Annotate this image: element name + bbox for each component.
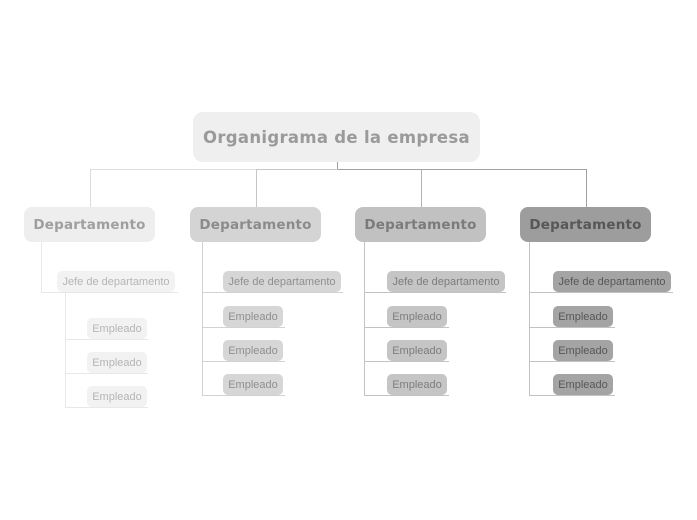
connector-line-drop-dept4 bbox=[586, 169, 587, 207]
connector-line-emp2-2-underline bbox=[202, 361, 285, 362]
connector-line-dept4-vertical bbox=[529, 242, 530, 396]
connector-line-emp3-3-underline bbox=[364, 395, 449, 396]
connector-line-jefe2-underline bbox=[202, 292, 343, 293]
empleado-topic-3-3[interactable]: Empleado bbox=[387, 374, 447, 395]
empleado-topic-4-2[interactable]: Empleado bbox=[553, 340, 613, 361]
department-topic-4[interactable]: Departamento bbox=[520, 207, 651, 242]
connector-line-dept1-vertical bbox=[41, 242, 42, 293]
connector-line-emp3-2-underline bbox=[364, 361, 449, 362]
connector-line-drop-dept3 bbox=[421, 169, 422, 207]
connector-line-drop-dept2 bbox=[256, 169, 257, 207]
jefe-topic-1[interactable]: Jefe de departamento bbox=[57, 271, 175, 292]
connector-line-emp1-1-underline bbox=[65, 339, 148, 340]
connector-line-emp4-3-underline bbox=[529, 395, 615, 396]
root-topic[interactable]: Organigrama de la empresa bbox=[193, 112, 480, 162]
connector-line-emp1-2-underline bbox=[65, 373, 148, 374]
department-topic-1[interactable]: Departamento bbox=[24, 207, 155, 242]
department-topic-3[interactable]: Departamento bbox=[355, 207, 486, 242]
connector-line-emp2-3-underline bbox=[202, 395, 285, 396]
empleado-topic-2-2[interactable]: Empleado bbox=[223, 340, 283, 361]
department-topic-2[interactable]: Departamento bbox=[190, 207, 321, 242]
empleado-topic-1-2[interactable]: Empleado bbox=[87, 352, 147, 373]
connector-line-jefe4-underline bbox=[529, 292, 673, 293]
empleado-topic-4-3[interactable]: Empleado bbox=[553, 374, 613, 395]
empleado-topic-3-1[interactable]: Empleado bbox=[387, 306, 447, 327]
empleado-topic-1-3[interactable]: Empleado bbox=[87, 386, 147, 407]
jefe-topic-4[interactable]: Jefe de departamento bbox=[553, 271, 671, 292]
connector-line-emp4-2-underline bbox=[529, 361, 615, 362]
connector-line-jefe1-underline bbox=[41, 292, 178, 293]
connector-line-bus-dept2 bbox=[256, 169, 338, 170]
connector-line-emp1-3-underline bbox=[65, 407, 148, 408]
connector-line-bus-dept4 bbox=[338, 169, 586, 170]
empleado-topic-4-1[interactable]: Empleado bbox=[553, 306, 613, 327]
connector-line-dept2-vertical bbox=[202, 242, 203, 396]
connector-line-emp3-1-underline bbox=[364, 327, 449, 328]
jefe-topic-2[interactable]: Jefe de departamento bbox=[223, 271, 341, 292]
connector-line-drop-dept1 bbox=[90, 169, 91, 207]
empleado-topic-1-1[interactable]: Empleado bbox=[87, 318, 147, 339]
connector-line-jefe1-vertical bbox=[65, 292, 66, 408]
connector-line-root-stub bbox=[337, 162, 338, 170]
connector-line-emp4-1-underline bbox=[529, 327, 615, 328]
empleado-topic-2-1[interactable]: Empleado bbox=[223, 306, 283, 327]
empleado-topic-2-3[interactable]: Empleado bbox=[223, 374, 283, 395]
jefe-topic-3[interactable]: Jefe de departamento bbox=[387, 271, 505, 292]
connector-line-dept3-vertical bbox=[364, 242, 365, 396]
connector-line-jefe3-underline bbox=[364, 292, 506, 293]
connector-line-emp2-1-underline bbox=[202, 327, 285, 328]
connector-line-bus-dept1 bbox=[90, 169, 338, 170]
empleado-topic-3-2[interactable]: Empleado bbox=[387, 340, 447, 361]
